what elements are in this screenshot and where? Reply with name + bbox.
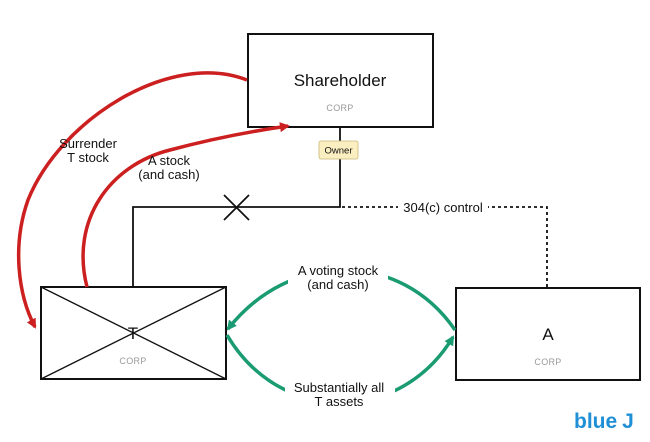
ownership-line [132, 127, 341, 287]
surrender-label-line1: Surrender [59, 136, 117, 151]
t-corp-box: T CORP [40, 286, 227, 380]
control-line: 304(c) control [342, 199, 548, 288]
a-stock-label-line2: (and cash) [138, 167, 199, 182]
shareholder-title: Shareholder [294, 71, 387, 90]
logo-text-blue: blue [574, 410, 617, 433]
owner-tag: Owner [318, 140, 359, 160]
logo-text-j: J [622, 410, 634, 433]
a-voting-stock-label-line1: A voting stock [298, 263, 379, 278]
t-corp-type: CORP [119, 356, 146, 366]
owner-tag-label: Owner [325, 146, 353, 157]
a-voting-stock-label-line2: (and cash) [307, 277, 368, 292]
a-stock-arrow [81, 122, 290, 288]
t-assets-label-line1: Substantially all [294, 380, 384, 395]
t-corp-title: T [128, 324, 138, 343]
a-corp-type: CORP [534, 357, 561, 367]
t-strike-line-2 [40, 286, 227, 380]
a-corp-box: A CORP [455, 287, 641, 381]
surrender-label-line2: T stock [67, 150, 109, 165]
t-assets-label-line2: T assets [315, 394, 364, 409]
a-stock-label-line1: A stock [148, 153, 190, 168]
surrender-arrow [16, 71, 248, 329]
shareholder-type: CORP [326, 103, 353, 113]
shareholder-box: Shareholder CORP [247, 33, 434, 128]
control-label: 304(c) control [403, 200, 483, 215]
a-corp-title: A [542, 325, 554, 344]
